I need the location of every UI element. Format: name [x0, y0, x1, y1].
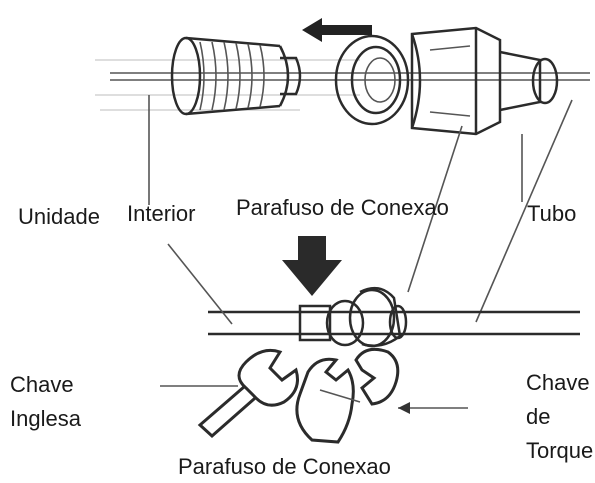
label-unidade: Unidade: [18, 204, 100, 229]
direction-arrow-left-icon: [302, 18, 372, 42]
label-interior: Interior: [127, 201, 196, 226]
down-arrow-icon: [282, 236, 342, 296]
label-chave-torque: Chave de Torque: [526, 366, 593, 468]
label-parafuso-top: Parafuso de Conexao: [236, 195, 449, 220]
bottom-connection-nut: [298, 286, 408, 348]
label-parafuso-bottom: Parafuso de Conexao: [178, 454, 391, 479]
label-chave-inglesa-line1: Chave: [10, 372, 74, 397]
label-chave-torque-line2: de: [526, 404, 551, 429]
torque-wrench-icon: [295, 347, 468, 444]
hex-connection-nut: [410, 26, 559, 136]
label-chave-inglesa-line2: Inglesa: [10, 406, 81, 431]
bottom-pipe-assembly: [167, 243, 580, 348]
label-chave-torque-line1: Chave: [526, 370, 590, 395]
threaded-flare-end: [170, 36, 302, 116]
label-chave-torque-line3: Torque: [526, 438, 594, 463]
label-tubo: Tubo: [527, 201, 577, 226]
adjustable-wrench-icon: [160, 348, 299, 439]
label-chave-inglesa: Chave Inglesa: [10, 368, 81, 436]
top-pipe-assembly: [95, 18, 590, 323]
flare-nut-ring: [334, 34, 410, 126]
